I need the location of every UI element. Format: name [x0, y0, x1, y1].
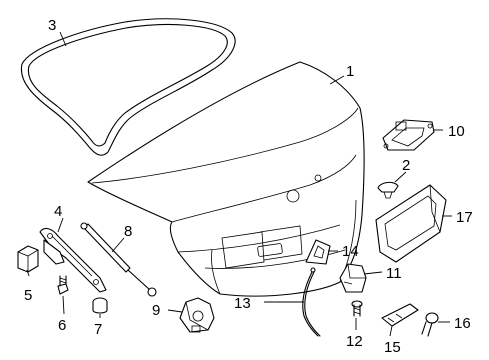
cable-part-13[interactable]: [302, 267, 321, 337]
callout-11: 11: [386, 265, 402, 282]
actuator-part-11[interactable]: [339, 263, 367, 293]
callout-14: 14: [342, 243, 359, 260]
callout-13: 13: [234, 295, 251, 312]
callout-15: 15: [384, 339, 401, 356]
callout-9: 9: [152, 302, 160, 319]
leader-lines: [26, 31, 452, 337]
callout-3: 3: [48, 17, 56, 34]
callout-5: 5: [24, 287, 32, 304]
callout-17: 17: [456, 209, 473, 226]
clip-part-2[interactable]: [377, 181, 399, 199]
callout-8: 8: [124, 223, 132, 240]
grommet-part-7[interactable]: [92, 297, 108, 314]
callout-6: 6: [58, 317, 66, 334]
bump-stop-part-5[interactable]: [17, 245, 39, 273]
gas-strut-part-8[interactable]: [80, 222, 157, 297]
trunk-seal-part-3[interactable]: [20, 18, 236, 156]
bracket-part-15[interactable]: [381, 303, 419, 327]
latch-part-9[interactable]: [179, 297, 215, 333]
callout-labels: 3 1 10 2 4 17 8 14 11 5 13 9 6 7 16 12 1…: [24, 17, 473, 356]
callout-10: 10: [448, 123, 465, 140]
screw-part-12[interactable]: [351, 300, 363, 317]
bolt-part-16[interactable]: [421, 312, 439, 337]
striker-part-14[interactable]: [305, 239, 331, 265]
callout-7: 7: [94, 321, 102, 338]
callout-4: 4: [54, 203, 62, 220]
callout-1: 1: [346, 63, 354, 80]
callout-16: 16: [454, 315, 471, 332]
trim-panel-part-17[interactable]: [375, 184, 447, 263]
callout-12: 12: [346, 333, 363, 350]
bolt-part-6[interactable]: [57, 275, 69, 295]
trunk-handle-module-part-10[interactable]: [382, 119, 435, 151]
callout-2: 2: [402, 157, 410, 174]
hinge-part-4[interactable]: [39, 227, 107, 293]
